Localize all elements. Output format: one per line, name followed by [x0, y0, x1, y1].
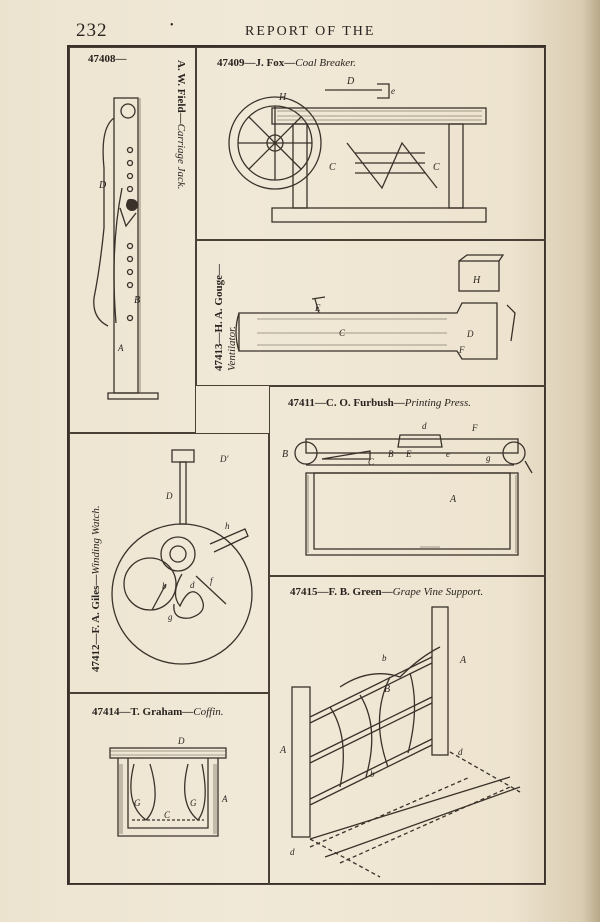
figure-number: 47414 [92, 706, 120, 718]
svg-text:f: f [210, 576, 214, 586]
figure-caption: 47414—T. Graham—Coffin. [92, 706, 224, 718]
figure-coffin: 47414—T. Graham—Coffin. D G G C A [69, 693, 269, 885]
figure-patentee: —T. Graham— [119, 706, 194, 718]
figure-patentee: —F. B. Green— [317, 586, 393, 598]
figure-number: 47415 [290, 586, 318, 598]
figure-caption: 47415—F. B. Green—Grape Vine Support. [290, 586, 483, 598]
svg-text:F: F [471, 423, 478, 433]
carriage-jack-drawing: D B A [93, 97, 159, 400]
svg-text:A: A [279, 745, 287, 756]
svg-text:h: h [225, 521, 230, 531]
figure-caption: 47409—J. Fox—Coal Breaker. [217, 57, 356, 69]
svg-text:d: d [422, 421, 427, 431]
figure-number: 47411 [288, 397, 315, 409]
svg-text:A: A [449, 494, 457, 505]
svg-text:D: D [165, 491, 173, 501]
svg-text:B: B [282, 449, 288, 460]
printing-press-drawing: B d F C B E e g A [282, 421, 533, 556]
svg-text:g: g [486, 453, 491, 463]
figure-printing-press: 47411—C. O. Furbush—Printing Press. B d … [269, 386, 546, 576]
page-header: 232 • REPORT OF THE [0, 20, 600, 44]
figure-winding-watch: 47412—F. A. Giles—Winding Watch. D D' h … [69, 433, 269, 693]
figure-title: Grape Vine Support. [392, 586, 484, 598]
svg-text:d: d [190, 580, 195, 590]
svg-text:F: F [458, 345, 465, 355]
figure-number: 47408— [88, 53, 127, 65]
svg-text:C: C [433, 162, 440, 173]
svg-text:d: d [290, 847, 295, 857]
svg-text:G: G [190, 798, 197, 808]
svg-text:b: b [370, 769, 375, 779]
svg-text:C: C [164, 810, 171, 820]
ventilator-drawing: H D F E C [235, 254, 516, 360]
svg-text:B: B [134, 295, 140, 306]
svg-text:A: A [117, 343, 124, 353]
svg-text:B: B [388, 449, 394, 459]
figure-title: Printing Press. [404, 397, 471, 409]
figure-patentee: —C. O. Furbush— [314, 397, 405, 409]
figure-carriage-jack: 47408— A. W. Field—Carriage Jack. [69, 47, 196, 433]
figure-grape-vine-support: 47415—F. B. Green—Grape Vine Support. b … [269, 576, 546, 885]
ink-speck: • [170, 20, 174, 31]
svg-text:H: H [278, 92, 287, 103]
grape-vine-drawing: b B b A A d d [279, 606, 521, 878]
svg-text:C: C [329, 162, 336, 173]
figure-coal-breaker: 47409—J. Fox—Coal Breaker. H D e C C [196, 47, 546, 240]
figure-title: Coal Breaker. [295, 57, 356, 69]
coffin-drawing: D G G C A [109, 736, 228, 837]
page-number: 232 [76, 20, 108, 41]
svg-text:d: d [458, 747, 463, 757]
coal-breaker-drawing: H D e C C [228, 76, 487, 223]
svg-text:b: b [162, 581, 167, 591]
svg-text:D': D' [219, 454, 229, 464]
figure-number: 47409 [217, 57, 245, 69]
figure-title: Coffin. [193, 706, 224, 718]
svg-text:G: G [134, 798, 141, 808]
svg-text:D: D [466, 329, 474, 339]
running-head: REPORT OF THE [245, 24, 376, 39]
svg-text:E: E [314, 303, 321, 313]
svg-text:A: A [221, 794, 228, 804]
svg-text:D: D [346, 76, 355, 87]
svg-text:A: A [459, 655, 467, 666]
svg-text:D: D [177, 736, 185, 746]
svg-text:g: g [168, 612, 173, 622]
svg-text:e: e [446, 449, 450, 459]
svg-text:D: D [98, 180, 107, 191]
svg-text:E: E [405, 449, 412, 459]
winding-watch-drawing: D D' h b d f g [111, 449, 253, 665]
figure-caption: 47411—C. O. Furbush—Printing Press. [288, 397, 471, 409]
figure-ventilator: 47413—H. A. Gouge—Ventilator. H D F E C [196, 240, 546, 386]
svg-text:C: C [368, 457, 375, 467]
plate-frame: 47408— A. W. Field—Carriage Jack. [67, 45, 546, 885]
svg-text:B: B [384, 684, 390, 695]
svg-text:e: e [391, 86, 395, 96]
figure-patentee: —J. Fox— [244, 57, 296, 69]
svg-text:H: H [472, 275, 481, 286]
svg-text:b: b [382, 653, 387, 663]
svg-text:C: C [339, 328, 346, 338]
